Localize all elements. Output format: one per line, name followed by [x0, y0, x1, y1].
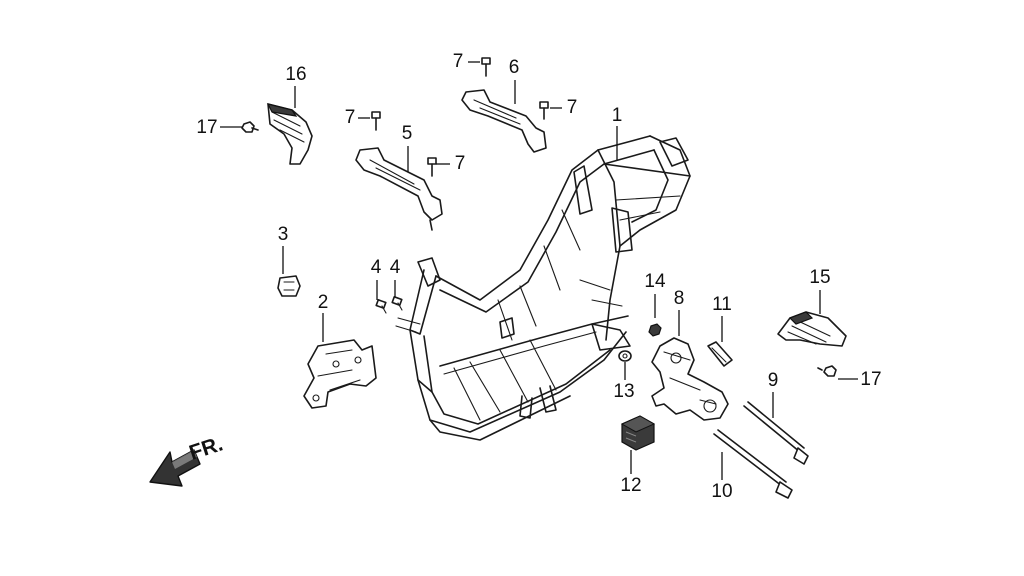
callout-9: 9	[768, 370, 779, 391]
callout-3: 3	[278, 224, 289, 245]
callout-4: 4	[371, 257, 382, 278]
callout-2: 2	[318, 292, 329, 313]
part-6-rail	[461, 89, 547, 153]
part-4-bolts	[375, 296, 403, 314]
callout-5: 5	[402, 123, 413, 144]
frame-body	[395, 135, 691, 441]
callout-12: 12	[620, 475, 641, 496]
front-direction-label: FR.	[186, 432, 225, 464]
part-11-collar	[707, 341, 733, 367]
callout-7: 7	[345, 107, 356, 128]
callout-4: 4	[390, 257, 401, 278]
front-direction-arrow-icon	[149, 449, 201, 487]
callout-11: 11	[712, 294, 732, 315]
callout-16: 16	[285, 64, 306, 85]
callout-14: 14	[644, 271, 666, 292]
callout-7: 7	[455, 153, 466, 174]
callout-15: 15	[809, 267, 830, 288]
callout-7: 7	[453, 51, 464, 72]
part-12-rubber	[620, 415, 656, 451]
callout-7: 7	[567, 97, 578, 118]
callout-6: 6	[509, 57, 520, 78]
part-8-hanger	[651, 337, 729, 421]
part-15-footrest	[777, 311, 847, 347]
callout-17: 17	[196, 117, 217, 138]
part-5-rail	[355, 147, 443, 231]
part-2-bracket	[303, 339, 377, 409]
part-13-washer	[618, 350, 632, 362]
part-16-footrest	[266, 103, 313, 165]
part-17-screws	[241, 121, 837, 377]
callout-8: 8	[674, 288, 685, 309]
callout-10: 10	[711, 481, 732, 502]
part-14-nut	[648, 323, 662, 337]
part-10-bolt	[713, 429, 793, 499]
part-9-bolt	[743, 401, 809, 465]
part-7-bolts	[371, 57, 549, 177]
leader-lines	[220, 61, 858, 480]
part-3-clip	[277, 275, 301, 297]
callout-17: 17	[860, 369, 881, 390]
callout-labels: 1 2 3 4 4 5 6 7 7 7 7 8 9 10 11 12 13 14…	[196, 51, 881, 502]
callout-13: 13	[613, 381, 634, 402]
callout-1: 1	[612, 105, 623, 126]
